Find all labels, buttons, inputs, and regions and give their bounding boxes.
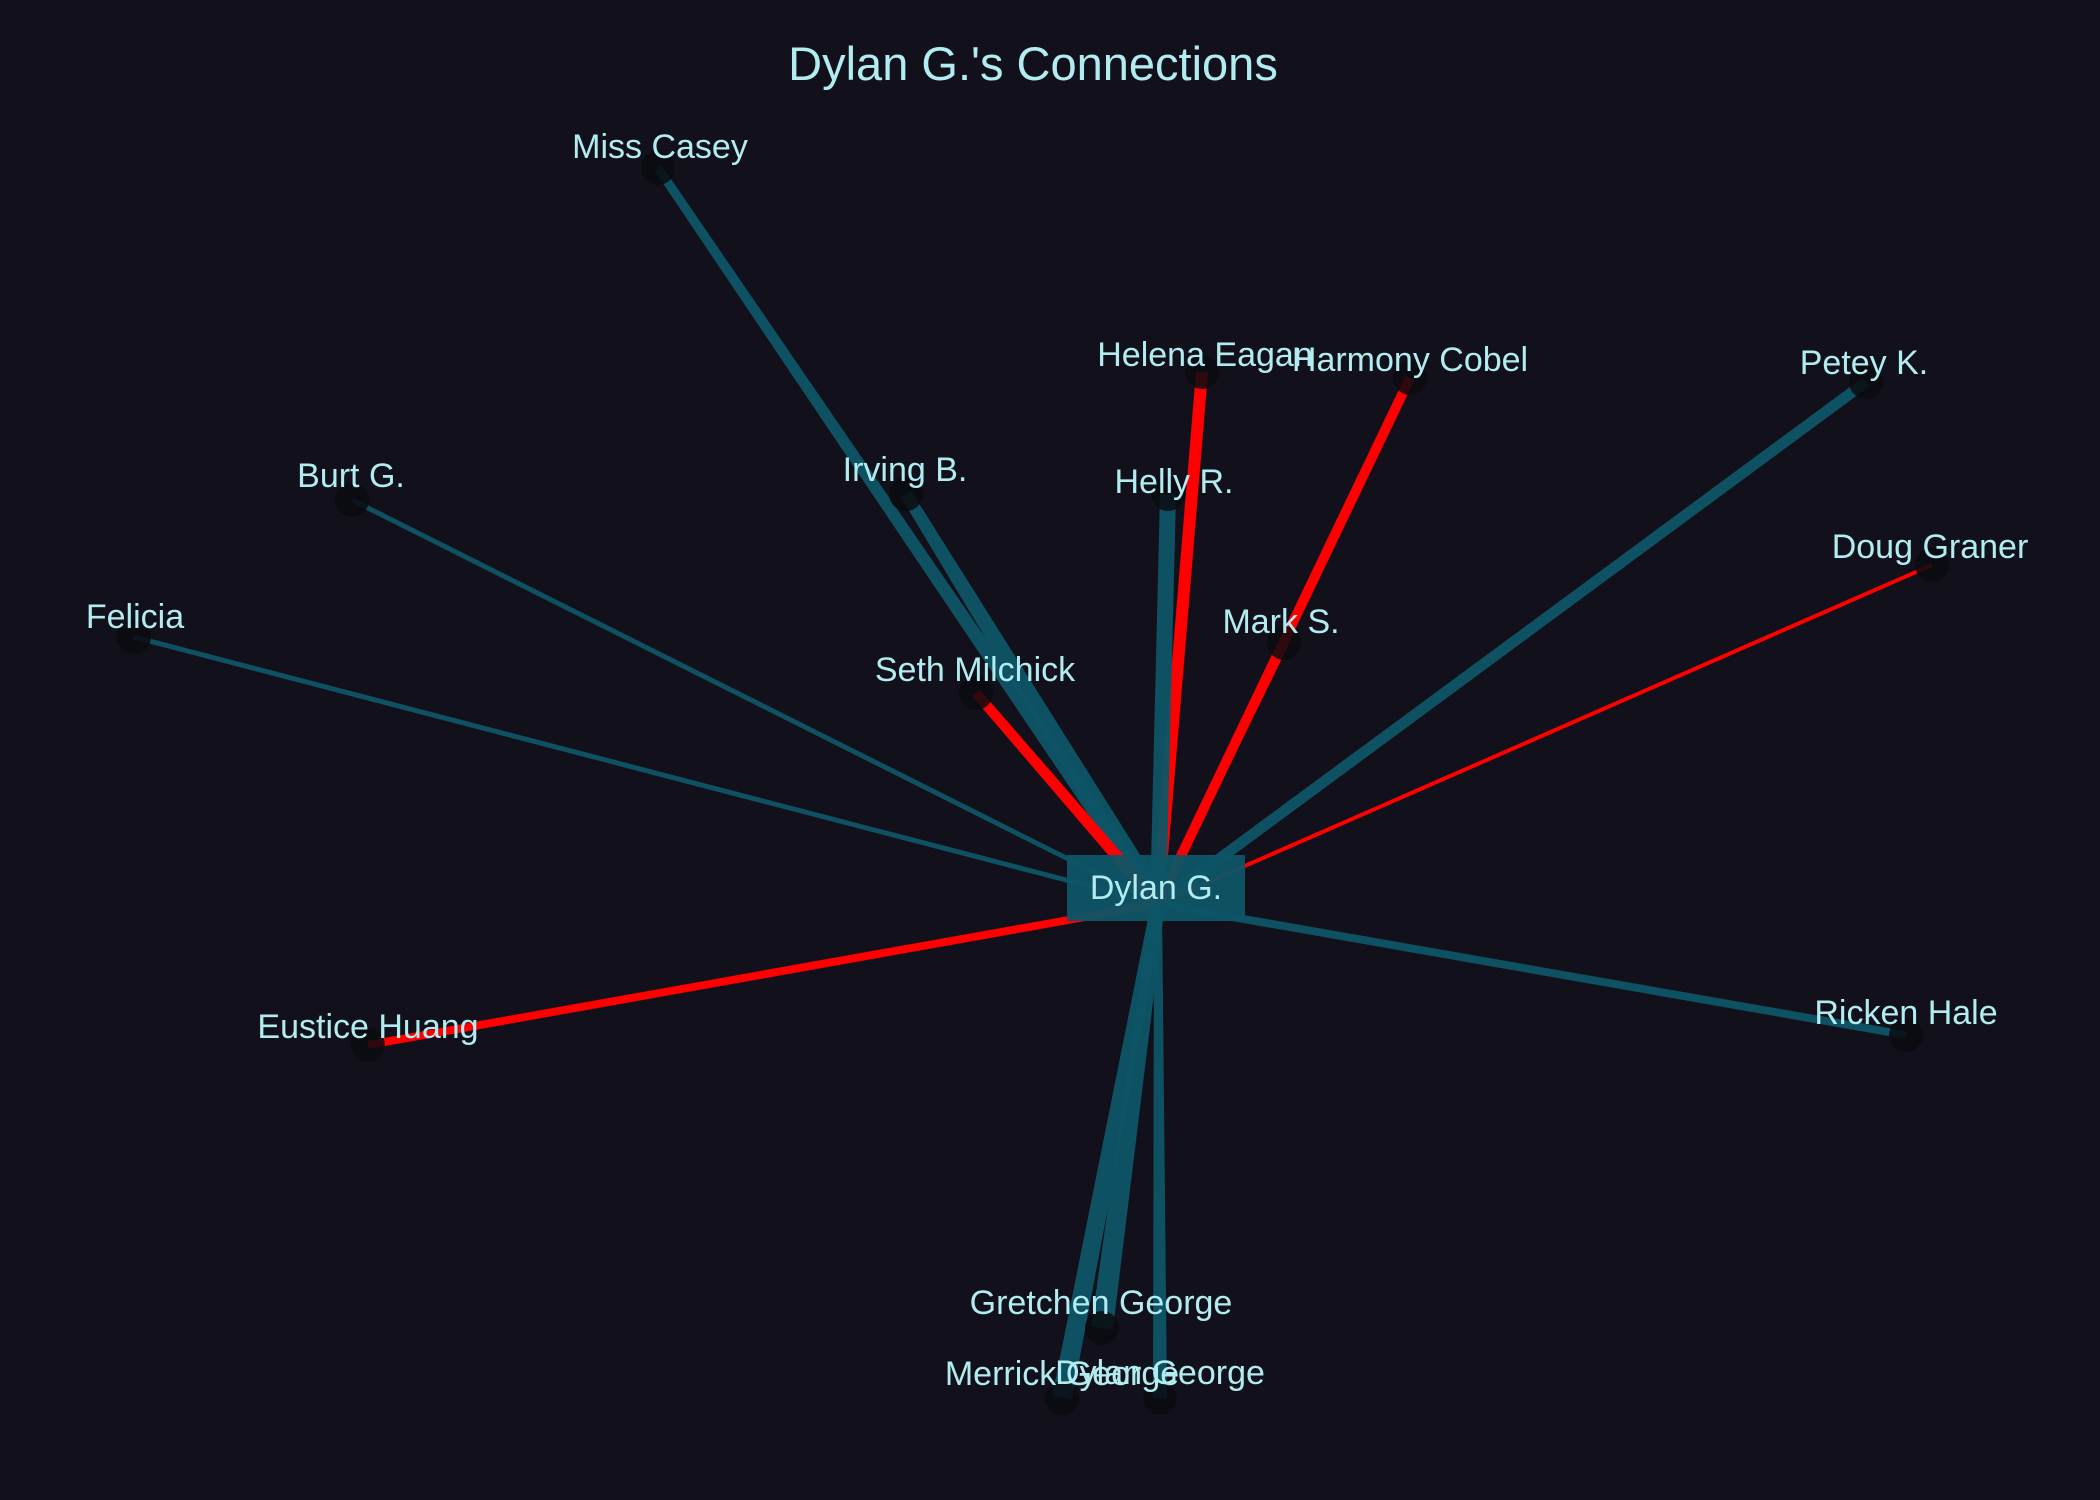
node-label: Ricken Hale bbox=[1814, 994, 1997, 1032]
node-label: Helly R. bbox=[1114, 463, 1233, 501]
node-label: Burt G. bbox=[297, 457, 405, 495]
edge-dylan-george bbox=[1153, 904, 1167, 1398]
node-label: Miss Casey bbox=[572, 128, 748, 166]
node-mark-s-[interactable] bbox=[1267, 626, 1301, 660]
node-burt-g-[interactable] bbox=[335, 483, 369, 517]
node-merrick-george[interactable] bbox=[1045, 1381, 1079, 1415]
node-label: Felicia bbox=[86, 598, 184, 636]
node-label: Seth Milchick bbox=[875, 651, 1076, 689]
node-label: Merrick George bbox=[945, 1355, 1179, 1393]
center-node[interactable] bbox=[1067, 855, 1245, 921]
node-gretchen-george[interactable] bbox=[1085, 1311, 1119, 1345]
edges-layer bbox=[133, 165, 1933, 1400]
node-miss-casey[interactable] bbox=[641, 151, 675, 185]
node-label: Gretchen George bbox=[970, 1284, 1233, 1322]
node-label: Doug Graner bbox=[1832, 528, 2029, 566]
node-label: Eustice Huang bbox=[257, 1008, 478, 1046]
edge-petey-k- bbox=[1154, 377, 1870, 909]
node-seth-milchick[interactable] bbox=[959, 676, 993, 710]
node-label: Harmony Cobel bbox=[1292, 341, 1528, 379]
center-node-box bbox=[1067, 855, 1245, 921]
edge-merrick-george bbox=[1052, 902, 1165, 1400]
node-ricken-hale[interactable] bbox=[1889, 1018, 1923, 1052]
nodes-layer bbox=[117, 151, 1949, 1415]
edge-seth-milchick bbox=[972, 689, 1163, 908]
node-helly-r-[interactable] bbox=[1151, 477, 1185, 511]
edge-eustice-huang bbox=[367, 900, 1159, 1049]
node-dylan-george[interactable] bbox=[1143, 1381, 1177, 1415]
edge-felicia bbox=[133, 634, 1159, 907]
node-harmony-cobel[interactable] bbox=[1393, 361, 1427, 395]
node-petey-k-[interactable] bbox=[1849, 365, 1883, 399]
edge-irving-b- bbox=[900, 490, 1168, 910]
node-label: Helena Eagan bbox=[1097, 336, 1313, 374]
node-felicia[interactable] bbox=[117, 620, 151, 654]
node-label: Petey K. bbox=[1800, 344, 1929, 382]
node-irving-b-[interactable] bbox=[889, 477, 923, 511]
node-label: Dylan George bbox=[1055, 1354, 1265, 1392]
edge-doug-graner bbox=[1157, 563, 1933, 906]
node-label: Irving B. bbox=[843, 451, 968, 489]
node-helena-eagan[interactable] bbox=[1185, 355, 1219, 389]
edge-burt-g- bbox=[350, 497, 1160, 907]
node-doug-graner[interactable] bbox=[1915, 548, 1949, 582]
edge-mark-s- bbox=[1154, 640, 1289, 906]
center-node-label: Dylan G. bbox=[1090, 869, 1222, 907]
edge-gretchen-george bbox=[1091, 903, 1165, 1330]
edge-ricken-hale bbox=[1157, 900, 1907, 1039]
node-label: Mark S. bbox=[1222, 603, 1339, 641]
edge-helly-r- bbox=[1150, 493, 1176, 905]
node-eustice-huang[interactable] bbox=[351, 1028, 385, 1062]
diagram-title: Dylan G.'s Connections bbox=[788, 37, 1278, 90]
